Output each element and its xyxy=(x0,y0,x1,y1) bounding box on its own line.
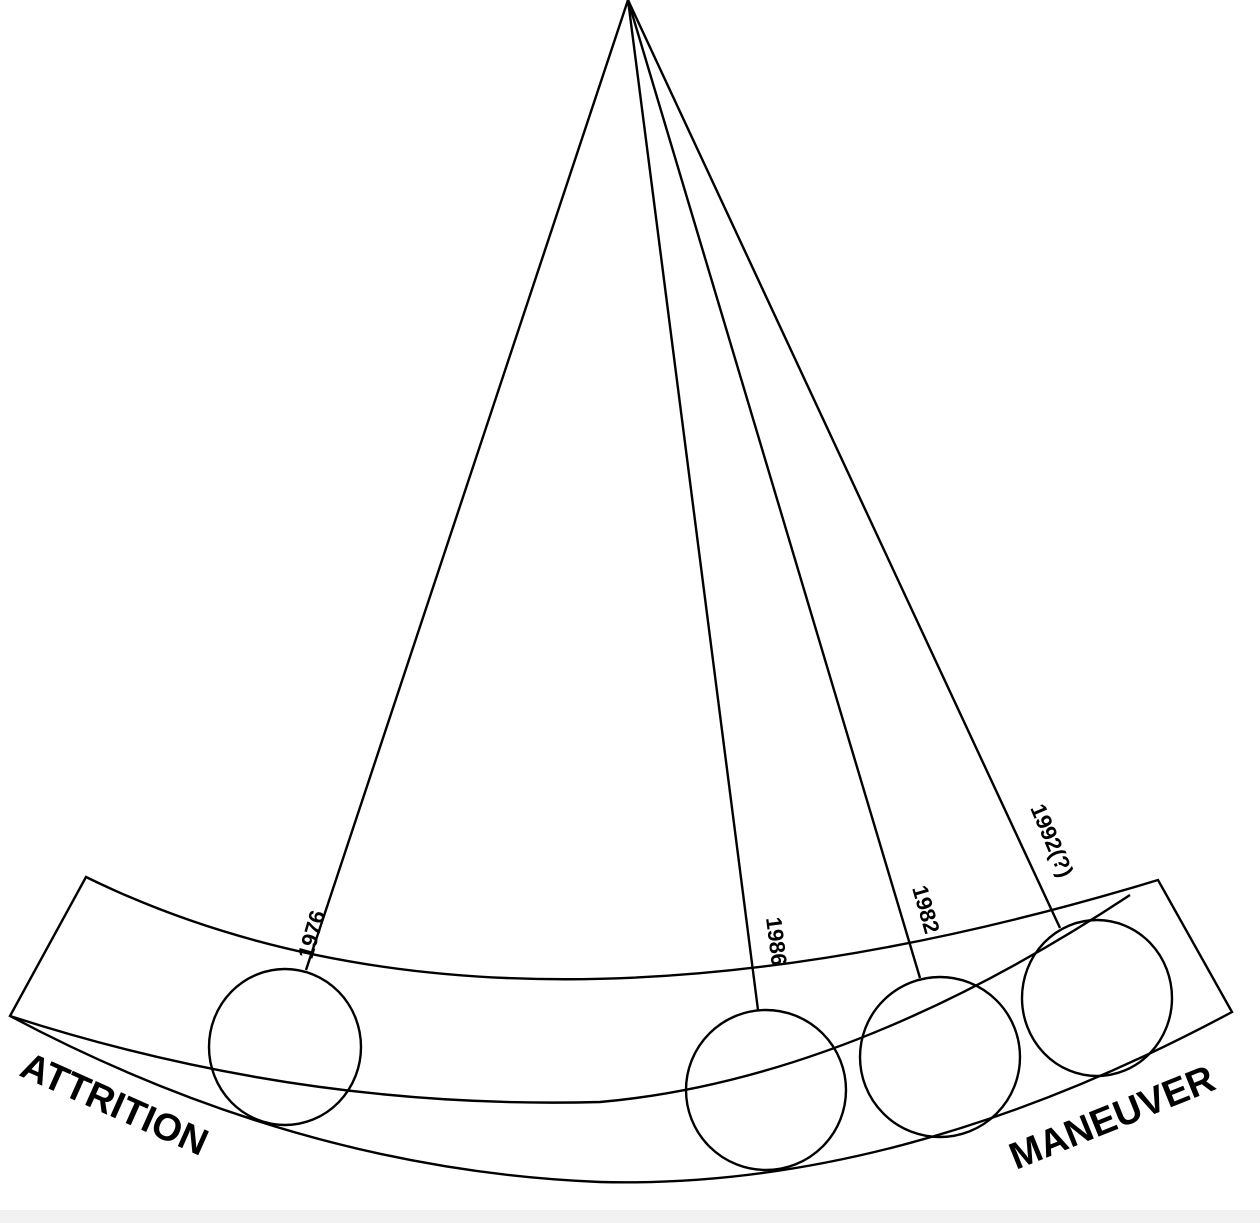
pendulum-bobs xyxy=(207,918,1174,1172)
bob-1992 xyxy=(1020,918,1174,1078)
string-1976 xyxy=(304,0,630,971)
string-1992 xyxy=(626,0,1062,929)
label-1976: 1976 xyxy=(293,907,331,961)
pendulum-strings xyxy=(304,0,1062,1011)
string-1982 xyxy=(626,0,922,979)
string-1986 xyxy=(626,0,760,1011)
band-inner-curve xyxy=(9,893,1131,1104)
band-outline xyxy=(8,875,1234,1184)
bob-1976 xyxy=(207,967,363,1127)
label-1982: 1982 xyxy=(907,882,945,936)
bob-1982 xyxy=(858,975,1022,1139)
bottom-strip xyxy=(0,1210,1260,1223)
maneuver-label: MANEUVER xyxy=(1004,1058,1221,1178)
label-1986: 1986 xyxy=(761,916,792,968)
bob-1986 xyxy=(684,1008,848,1172)
